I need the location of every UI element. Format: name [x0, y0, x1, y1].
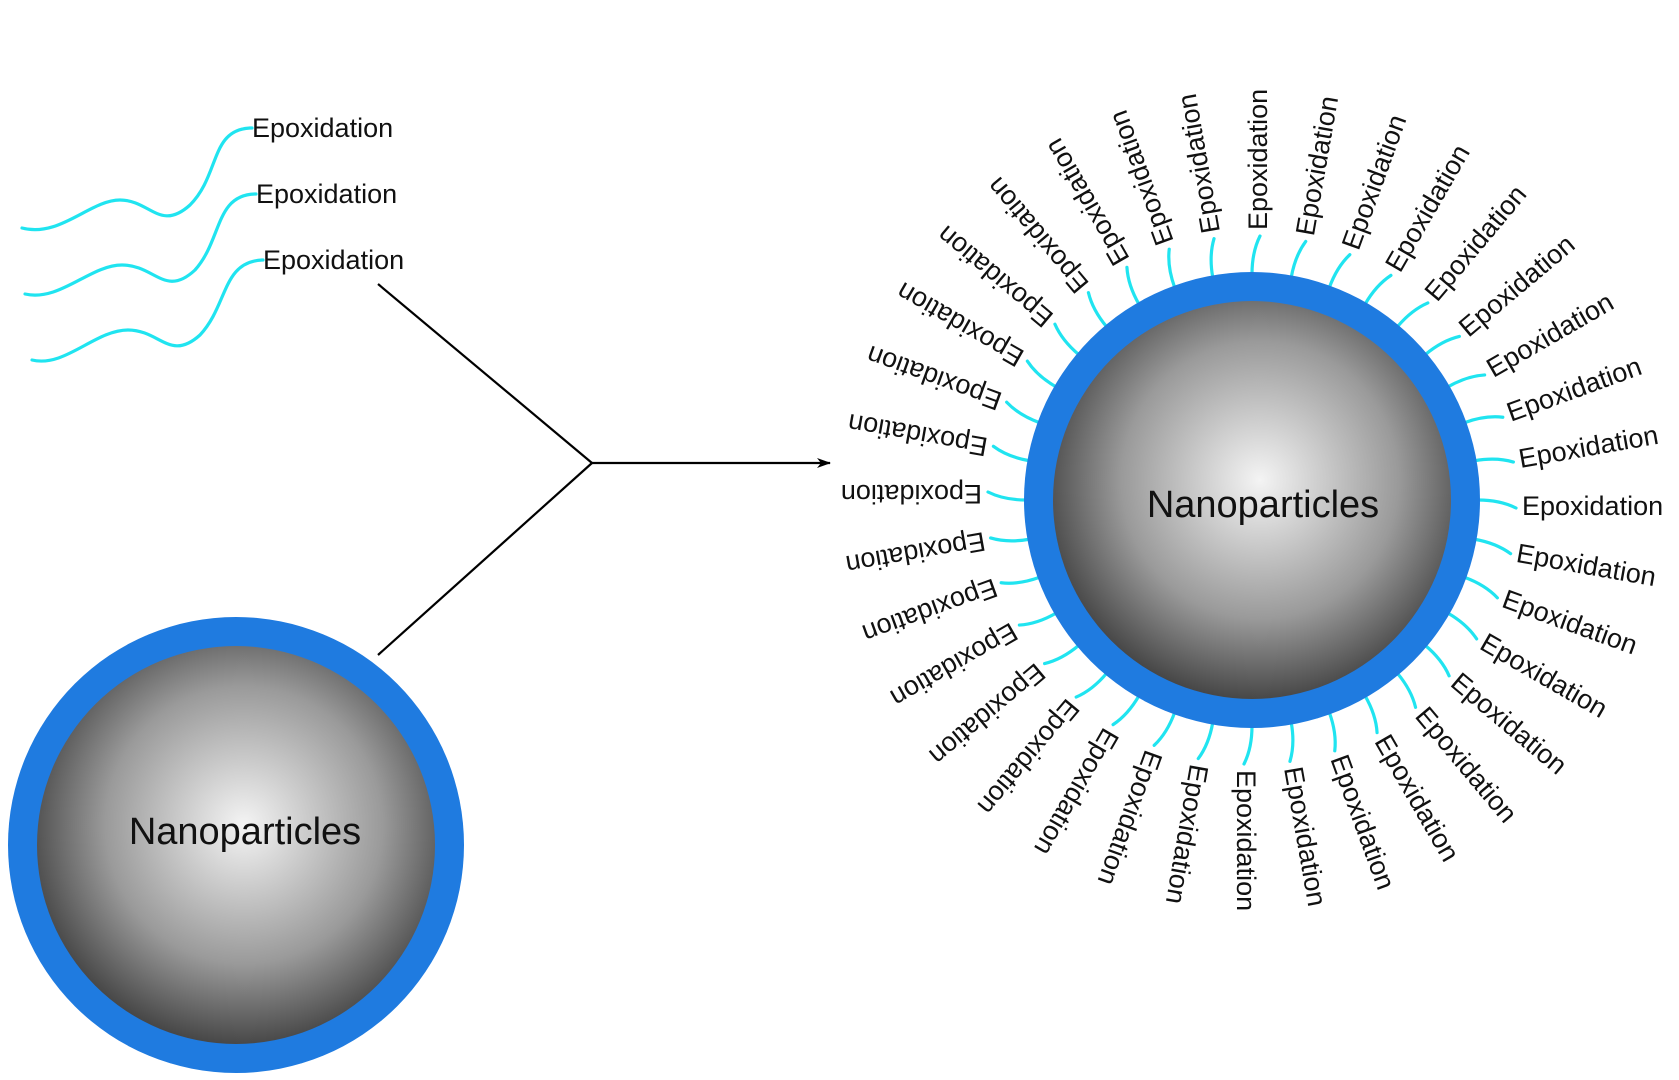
surface-chain-line [1005, 400, 1042, 425]
chain-1-line [20, 126, 254, 232]
surface-chain-line [1111, 694, 1141, 727]
surface-chain-line [1446, 611, 1479, 641]
surface-chain-label: Epoxidation [841, 479, 982, 509]
chain-2-line [23, 192, 258, 297]
product-core [1053, 301, 1451, 699]
arrow-upper-line [377, 283, 593, 464]
surface-chain-line [1288, 720, 1295, 763]
surface-chain-line [1472, 457, 1515, 464]
surface-chain-line [1423, 643, 1451, 678]
surface-chain-line [1209, 237, 1216, 280]
surface-chain-line [1462, 415, 1505, 425]
surface-chain-line [991, 444, 1032, 463]
surface-chain-line [1476, 498, 1518, 510]
surface-chain-line [1395, 301, 1430, 329]
surface-chain-line [1395, 671, 1418, 709]
surface-chain-line [1242, 724, 1254, 766]
surface-chain-label: Epoxidation [1290, 94, 1344, 238]
surface-chain-line [1017, 611, 1058, 627]
reactant-chains: Epoxidation Epoxidation Epoxidation [20, 113, 404, 363]
surface-chain-line [1472, 537, 1513, 556]
surface-chain-label: Epoxidation [1522, 491, 1663, 521]
surface-chain-line [1196, 720, 1215, 761]
surface-chain-label: Epoxidation [1514, 538, 1658, 592]
surface-chain-line [1074, 671, 1109, 699]
surface-chain-line [1043, 643, 1081, 666]
surface-chain-label: Epoxidation [846, 408, 990, 462]
surface-chain-label: Epoxidation [843, 526, 987, 580]
chain-3-line [30, 258, 265, 363]
reactant-core [37, 646, 435, 1044]
surface-chain-line [1125, 265, 1141, 306]
surface-chain-label: Epoxidation [1160, 762, 1214, 906]
surface-chain-line [1167, 247, 1177, 290]
surface-chain-line [1025, 359, 1058, 389]
surface-chain-line [1152, 710, 1177, 747]
surface-chain-line [1446, 373, 1487, 389]
surface-chain-line [1250, 234, 1262, 276]
reaction-arrow [377, 283, 831, 656]
surface-chain-label: Epoxidation [1172, 91, 1226, 235]
surface-chain-line [1363, 273, 1393, 306]
surface-chain-label: Epoxidation [1516, 420, 1660, 474]
chain-2-label: Epoxidation [256, 179, 397, 209]
surface-chain-line [1327, 253, 1352, 290]
surface-chain-line [1053, 322, 1081, 357]
surface-chain-line [1423, 334, 1461, 357]
product-core-label: Nanoparticles [1147, 484, 1379, 526]
surface-chain-line [1327, 710, 1337, 753]
surface-chain-line [986, 490, 1028, 502]
chain-3-label: Epoxidation [263, 245, 404, 275]
surface-chain-line [1086, 291, 1109, 329]
surface-chain-label: Epoxidation [1278, 764, 1332, 908]
surface-chain-line [989, 536, 1032, 543]
chain-1-label: Epoxidation [252, 113, 393, 143]
surface-chain-label: Epoxidation [1243, 89, 1273, 230]
surface-chain-line [1462, 575, 1499, 600]
reactant-nanoparticle: Nanoparticles [8, 617, 464, 1073]
reactant-core-label: Nanoparticles [129, 811, 361, 853]
arrow-lower-line [377, 462, 593, 656]
surface-chain-line [1363, 694, 1379, 735]
surface-chain-line [999, 575, 1042, 585]
surface-chain-line [1289, 239, 1308, 280]
surface-chain-label: Epoxidation [1231, 770, 1261, 911]
